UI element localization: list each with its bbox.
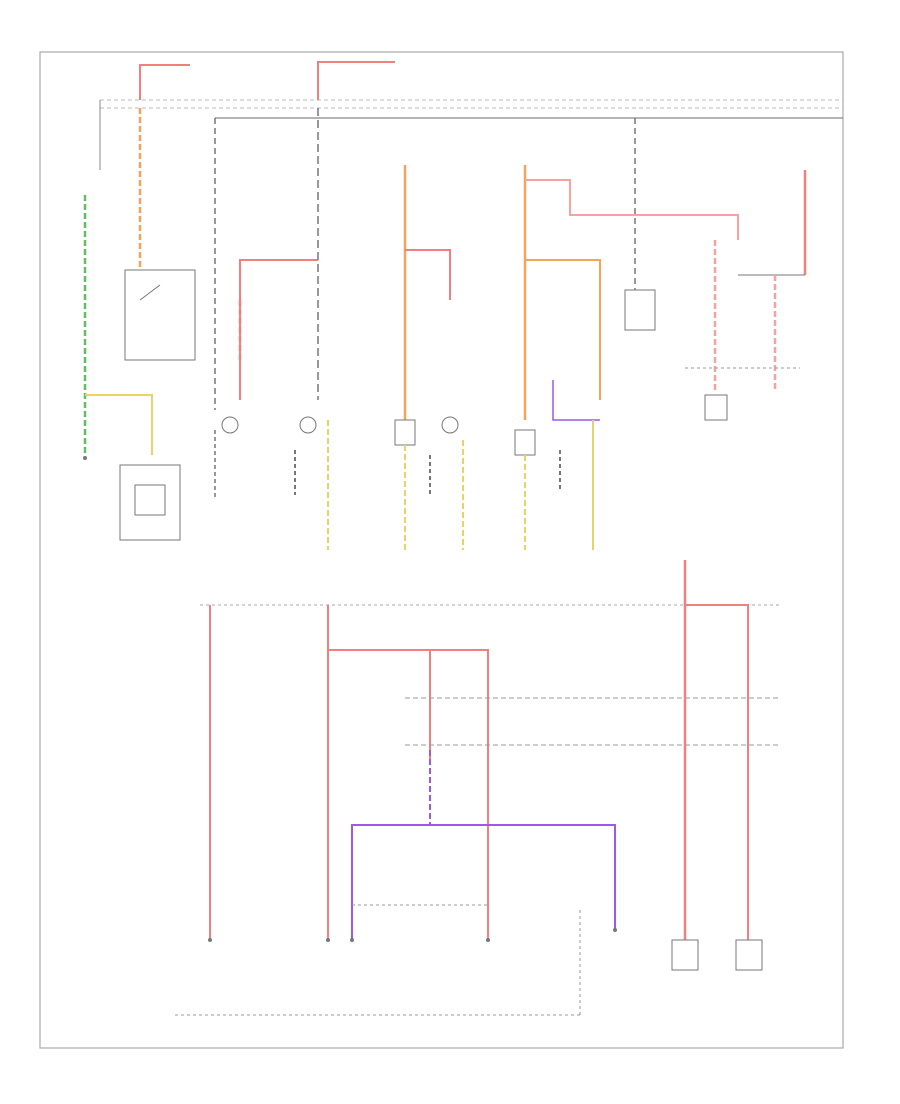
left-orange-wire (85, 394, 153, 455)
diagram-frame (39, 51, 844, 1049)
lamp-3 (441, 416, 459, 434)
top-feed-left (139, 64, 190, 100)
col5-red-branch (525, 179, 739, 240)
right-red-branch (685, 604, 749, 940)
col2-red-wire (239, 259, 318, 400)
col5-lamp-box (514, 429, 536, 456)
left-switch-inner (134, 484, 166, 516)
top-feed-center (317, 61, 395, 100)
relay-box (124, 269, 196, 361)
col6-motor-box (624, 289, 656, 331)
relay-switch (139, 284, 161, 301)
purple-bus (351, 824, 616, 940)
col4-red-branch (405, 249, 451, 300)
col4-lamp-box (394, 419, 416, 446)
left-switch-box (119, 464, 181, 541)
bottom-ground-markers (208, 928, 617, 942)
col5-purple-switch (552, 380, 600, 421)
bottom-red-branch (328, 649, 489, 940)
lamp-1 (221, 416, 239, 434)
bottom-right-box-2 (735, 939, 763, 971)
left-ground-dot (83, 456, 87, 460)
bottom-right-box-1 (671, 939, 699, 971)
col7-lamp-left (704, 394, 728, 421)
lamp-2 (299, 416, 317, 434)
col5-orange-branch (525, 259, 601, 400)
